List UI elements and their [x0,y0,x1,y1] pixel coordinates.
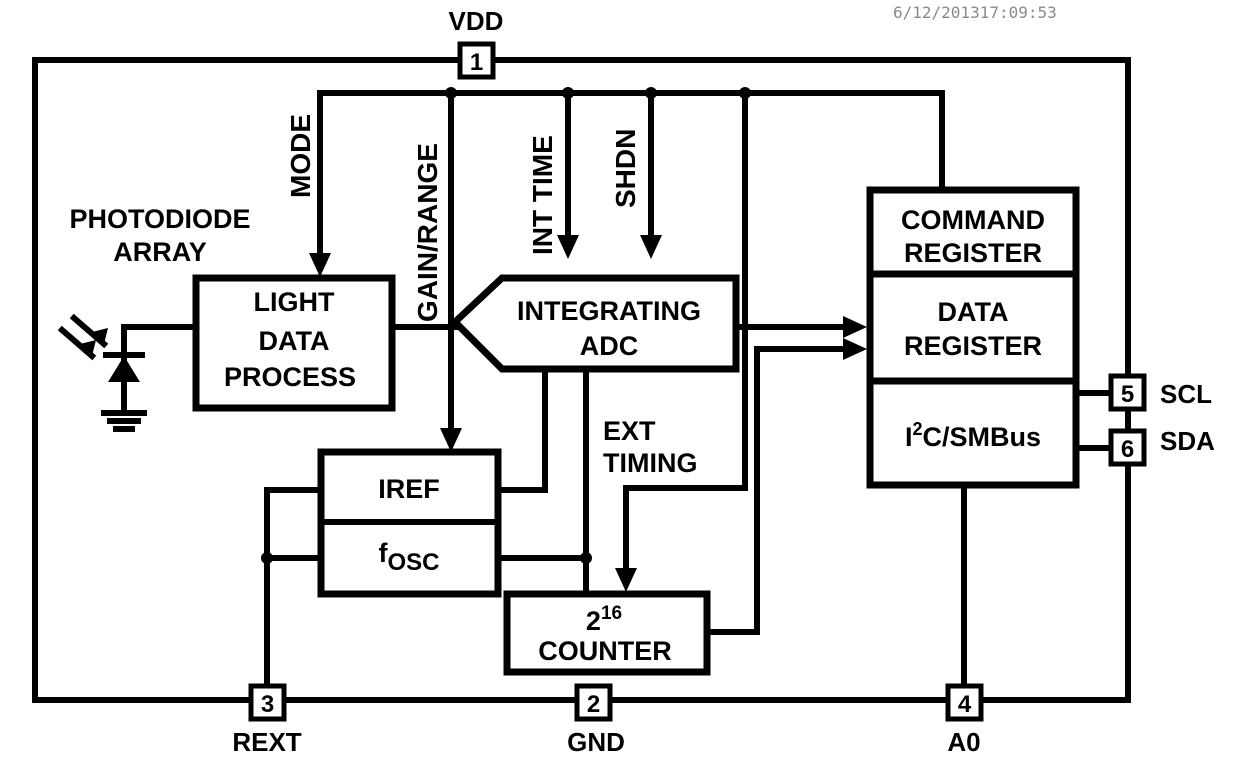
adc-label-line2: ADC [580,331,639,361]
data-register-label-line1: DATA [938,297,1009,327]
svg-text:GND: GND [567,727,625,757]
svg-text:VDD: VDD [449,6,504,36]
ext-timing-line [623,90,748,573]
svg-text:SDA: SDA [1160,426,1215,456]
svg-text:A0: A0 [947,727,980,757]
arrow-head [843,338,867,360]
vdd-bus [317,90,945,193]
svg-text:3: 3 [261,691,274,718]
adc-label-line1: INTEGRATING [517,296,701,326]
mode-label: MODE [285,114,316,198]
junction-dot [580,552,592,564]
junction-dot [261,552,273,564]
svg-text:4: 4 [958,691,972,718]
arrow-head [557,235,579,259]
svg-text:5: 5 [1121,381,1134,408]
command-register-label-line1: COMMAND [901,205,1045,235]
shdn-label: SHDN [610,129,641,208]
ldp-label-line2: DATA [259,326,330,356]
command-register-block [866,186,1080,278]
pin-5-scl: 5 SCL [1108,373,1212,412]
ldp-label-line1: LIGHT [254,287,335,317]
i2c-smbus-label: I2C/SMBus [905,419,1041,452]
integrating-adc-block [449,274,740,373]
data-register-label-line2: REGISTER [904,331,1042,361]
pin-4-a0: 4 A0 [945,683,984,757]
counter-to-data-register-wire [704,346,848,635]
pin-6-sda: 6 SDA [1108,426,1215,467]
svg-text:REXT: REXT [232,727,301,757]
ext-timing-label-line2: TIMING [603,448,698,478]
photodiode-icon [57,313,147,432]
arrow-head [843,316,867,338]
pin-3-rext: 3 REXT [232,683,302,757]
svg-text:1: 1 [470,49,483,76]
adc-to-iref-wire [495,366,548,493]
int-time-label: INT TIME [527,135,558,255]
command-register-label-line2: REGISTER [904,238,1042,268]
gain-range-label: GAIN/RANGE [412,143,443,322]
arrow-head [615,568,637,592]
ext-timing-label-line1: EXT [603,416,656,446]
chip-outline [32,57,1131,703]
svg-text:SCL: SCL [1160,379,1212,409]
timestamp: 6/12/201317:09:53 [893,3,1057,22]
light-data-process-block [192,274,396,412]
iref-label: IREF [378,474,440,504]
photodiode-label-line2: ARRAY [113,237,207,267]
arrow-head [309,253,331,277]
counter-label: COUNTER [538,636,672,666]
counter-power-label: 216 [586,603,622,636]
pin-1-vdd: 1 VDD [449,6,504,80]
data-register-block [866,270,1080,385]
svg-text:6: 6 [1121,436,1134,463]
svg-text:2: 2 [587,691,600,718]
fosc-label: fOSC [378,538,439,576]
photodiode-label-line1: PHOTODIODE [69,204,250,234]
i2c-smbus-block [866,377,1080,489]
arrow-head [640,235,662,259]
ldp-label-line3: PROCESS [224,362,356,392]
pin-2-gnd: 2 GND [567,683,625,757]
arrow-head [440,428,462,452]
